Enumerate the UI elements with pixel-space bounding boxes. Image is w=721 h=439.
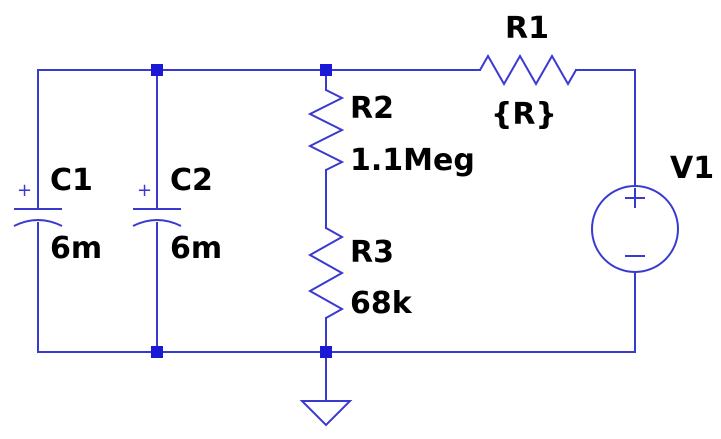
r1-zigzag <box>479 53 577 87</box>
node-bottom-c2 <box>151 346 163 358</box>
r3-zigzag <box>307 227 345 319</box>
node-top-c2 <box>151 64 163 76</box>
r2-value-label: 1.1Meg <box>350 143 475 178</box>
r2-ref-label: R2 <box>350 91 394 126</box>
wire-top-right <box>575 69 636 187</box>
c2-ref-label: C2 <box>170 163 213 198</box>
r3-value-label: 68k <box>350 286 413 321</box>
resistor-r2[interactable]: R2 1.1Meg <box>307 89 475 178</box>
voltage-source-v1[interactable]: V1 <box>591 151 714 273</box>
capacitor-c1[interactable]: + C1 6m <box>13 163 102 266</box>
r1-ref-label: R1 <box>505 11 549 46</box>
ground-symbol <box>299 400 353 427</box>
wire-top-left <box>37 69 481 210</box>
v1-circle <box>591 185 679 273</box>
r3-ref-label: R3 <box>350 235 394 270</box>
c1-ref-label: C1 <box>50 163 93 198</box>
c2-plate-bottom <box>132 219 182 227</box>
capacitor-c2[interactable]: + C2 6m <box>132 163 222 266</box>
ground-triangle <box>299 400 353 427</box>
node-top-r2 <box>320 64 332 76</box>
r2-zigzag <box>307 89 345 171</box>
resistor-r3[interactable]: R3 68k <box>307 227 413 321</box>
c1-plate-bottom <box>13 219 63 227</box>
r1-value-label: {R} <box>491 97 557 132</box>
junctions <box>151 64 332 358</box>
c2-polarity: + <box>137 180 152 201</box>
v1-ref-label: V1 <box>670 151 714 186</box>
resistor-r1[interactable]: R1 {R} <box>479 11 577 132</box>
c2-value-label: 6m <box>170 231 222 266</box>
c1-polarity: + <box>17 180 32 201</box>
node-bottom-r3 <box>320 346 332 358</box>
c1-value-label: 6m <box>50 231 102 266</box>
